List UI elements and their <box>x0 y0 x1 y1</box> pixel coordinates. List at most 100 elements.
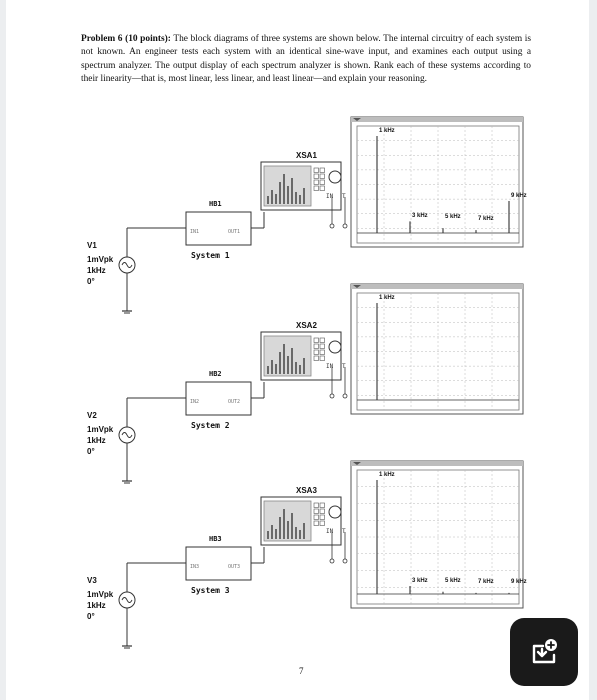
analyzer-knob <box>313 173 319 179</box>
spectrum-plot-area <box>356 125 520 244</box>
source-phase: 0° <box>87 277 95 286</box>
analyzer-port-in: IN <box>326 363 334 370</box>
analyzer-knob <box>313 508 319 514</box>
sine-wave-glyph <box>121 432 133 438</box>
spectrum-menu-icon <box>353 285 361 288</box>
spectrum-plot-area <box>356 292 520 411</box>
analyzer-knob <box>313 520 319 526</box>
source-frequency: 1kHz <box>87 266 106 275</box>
source-amplitude: 1mVpk <box>87 590 114 599</box>
system-label: System 2 <box>191 421 230 430</box>
source-phase: 0° <box>87 447 95 456</box>
analyzer-dial <box>328 170 342 184</box>
analyzer-knob <box>319 343 325 349</box>
analyzer-knob <box>313 167 319 173</box>
source-name: V1 <box>87 241 97 250</box>
block-in-pin: IN2 <box>190 399 200 405</box>
source-amplitude: 1mVpk <box>87 425 114 434</box>
analyzer-knob <box>313 502 319 508</box>
analyzer-port-t: T <box>342 528 346 535</box>
spectrum-peak-label: 3 kHz <box>412 578 428 585</box>
analyzer-knob <box>313 514 319 520</box>
analyzer-knob <box>319 502 325 508</box>
problem-heading: Problem 6 (10 points): <box>81 34 171 44</box>
block-name: HB2 <box>209 370 222 378</box>
spectrum-frame <box>350 283 524 415</box>
sine-source-icon <box>118 426 136 444</box>
analyzer-knob <box>313 355 319 361</box>
analyzer-port-t: T <box>342 363 346 370</box>
sine-wave-glyph <box>121 262 133 268</box>
analyzer-knob <box>313 349 319 355</box>
analyzer-knob <box>319 167 325 173</box>
analyzer-port-in: IN <box>326 193 334 200</box>
analyzer-port-icon <box>329 223 335 229</box>
analyzer-knob <box>313 343 319 349</box>
spectrum-peak-label: 1 kHz <box>379 295 395 301</box>
add-to-queue-icon <box>532 639 557 664</box>
analyzer-knob <box>319 185 325 191</box>
block-out-pin: OUT1 <box>228 229 241 235</box>
block-name: HB1 <box>209 200 222 208</box>
block-out-pin: OUT2 <box>228 399 241 405</box>
block-name: HB3 <box>209 535 222 543</box>
system-3-group <box>118 460 524 649</box>
document-page: Problem 6 (10 points): The block diagram… <box>6 0 589 700</box>
analyzer-knob <box>313 337 319 343</box>
analyzer-body <box>260 496 342 546</box>
analyzer-name: XSA2 <box>296 321 317 330</box>
spectrum-menu-icon <box>353 118 361 121</box>
analyzer-knob <box>313 179 319 185</box>
spectrum-plot-area <box>356 469 520 605</box>
spectrum-titlebar <box>351 461 523 466</box>
source-frequency: 1kHz <box>87 436 106 445</box>
analyzer-knob <box>319 355 325 361</box>
problem-text: The block diagrams of three systems are … <box>81 34 531 84</box>
analyzer-port-icon <box>342 223 348 229</box>
spectrum-peak-label: 3 kHz <box>412 213 428 220</box>
analyzer-knob <box>319 337 325 343</box>
sine-source-icon <box>118 256 136 274</box>
analyzer-port-icon <box>329 393 335 399</box>
analyzer-name: XSA1 <box>296 151 317 160</box>
spectrum-peak-label: 9 kHz <box>511 192 527 199</box>
page-number: 7 <box>299 666 304 676</box>
spectrum-titlebar <box>351 117 523 122</box>
add-to-queue-button[interactable] <box>510 618 578 686</box>
analyzer-port-icon <box>342 558 348 564</box>
analyzer-port-icon <box>329 558 335 564</box>
analyzer-knob <box>319 179 325 185</box>
system-2-group <box>118 283 524 484</box>
source-phase: 0° <box>87 612 95 621</box>
analyzer-screen <box>263 335 312 377</box>
spectrum-peak-label: 7 kHz <box>478 578 494 585</box>
analyzer-knob <box>319 508 325 514</box>
analyzer-name: XSA3 <box>296 486 317 495</box>
sine-wave-glyph <box>121 597 133 603</box>
source-name: V3 <box>87 576 97 585</box>
analyzer-dial <box>328 340 342 354</box>
spectrum-peak-label: 1 kHz <box>379 128 395 134</box>
block-out-pin: OUT3 <box>228 564 241 570</box>
analyzer-screen <box>263 165 312 207</box>
spectrum-peak-label: 1 kHz <box>379 472 395 478</box>
source-amplitude: 1mVpk <box>87 255 114 264</box>
analyzer-knob <box>319 514 325 520</box>
analyzer-knob <box>319 173 325 179</box>
system-label: System 3 <box>191 586 230 595</box>
analyzer-body <box>260 331 342 381</box>
source-name: V2 <box>87 411 97 420</box>
analyzer-body <box>260 161 342 211</box>
analyzer-screen <box>263 500 312 542</box>
system-label: System 1 <box>191 251 230 260</box>
analyzer-dial <box>328 505 342 519</box>
block-in-pin: IN1 <box>190 229 200 235</box>
spectrum-peak-label: 5 kHz <box>445 577 461 584</box>
spectrum-peak-label: 5 kHz <box>445 214 461 221</box>
system-1-group <box>118 116 524 314</box>
problem-statement: Problem 6 (10 points): The block diagram… <box>81 33 531 86</box>
block-in-pin: IN3 <box>190 564 200 570</box>
analyzer-port-icon <box>342 393 348 399</box>
spectrum-peak-label: 9 kHz <box>511 578 527 585</box>
spectrum-frame <box>350 116 524 248</box>
